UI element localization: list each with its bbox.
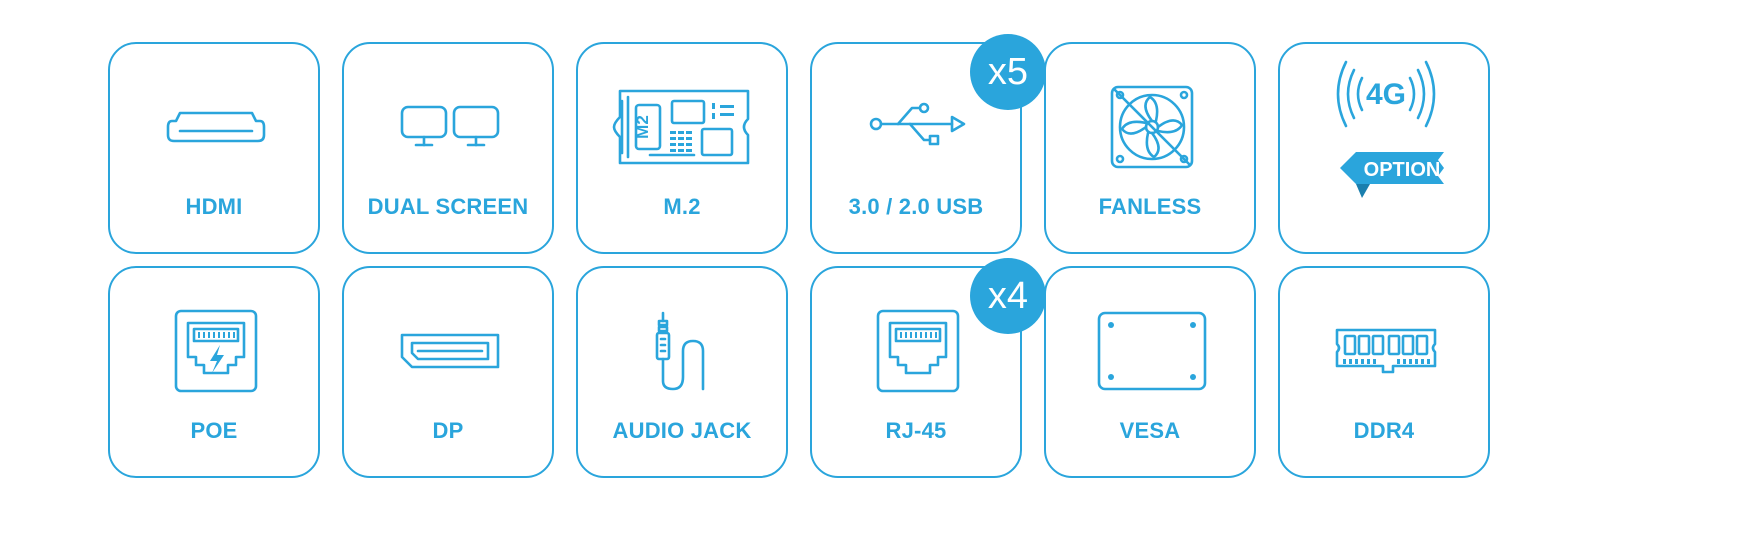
- poe-port-icon: [110, 296, 322, 406]
- hdmi-port-icon: [110, 72, 322, 182]
- feature-label: DP: [432, 418, 464, 443]
- audio-jack-icon: [578, 296, 790, 406]
- feature-label: FANLESS: [1098, 194, 1202, 219]
- feature-label: POE: [190, 418, 238, 443]
- feature-tile-dual-screen: DUAL SCREEN: [342, 42, 554, 254]
- vesa-plate-icon: [1046, 296, 1258, 406]
- feature-tile-4g: 4G OPTION: [1278, 42, 1490, 254]
- feature-label: 3.0 / 2.0 USB: [848, 194, 984, 219]
- feature-tile-fanless: FANLESS: [1044, 42, 1256, 254]
- 4g-icon-text: 4G: [1366, 78, 1406, 111]
- crossed-fan-icon: [1046, 72, 1258, 182]
- 4g-signal-icon: 4G OPTION: [1280, 60, 1492, 198]
- displayport-icon: [344, 296, 556, 406]
- feature-tile-hdmi: HDMI: [108, 42, 320, 254]
- feature-tile-vesa: VESA: [1044, 266, 1256, 478]
- dual-monitor-icon: [344, 72, 556, 182]
- option-ribbon-text: OPTION: [1364, 159, 1441, 181]
- usb-icon: [812, 72, 1024, 182]
- ram-module-icon: [1280, 296, 1492, 406]
- feature-tile-poe: POE: [108, 266, 320, 478]
- feature-label: AUDIO JACK: [612, 418, 752, 443]
- feature-label: VESA: [1119, 418, 1181, 443]
- feature-label: RJ-45: [885, 418, 947, 443]
- m2-icon-text: M2: [633, 115, 652, 139]
- feature-label: M.2: [663, 194, 701, 219]
- count-badge-rj45: x4: [970, 258, 1046, 334]
- feature-tile-usb: 3.0 / 2.0 USB: [810, 42, 1022, 254]
- count-badge-usb: x5: [970, 34, 1046, 110]
- feature-label: DDR4: [1353, 418, 1415, 443]
- feature-tile-ddr4: DDR4: [1278, 266, 1490, 478]
- feature-label: DUAL SCREEN: [367, 194, 529, 219]
- feature-tile-dp: DP: [342, 266, 554, 478]
- feature-tile-m2: M2 M.2: [576, 42, 788, 254]
- feature-label: HDMI: [185, 194, 243, 219]
- option-ribbon: OPTION: [1340, 152, 1444, 198]
- m2-card-icon: M2: [578, 72, 790, 182]
- ethernet-port-icon: [812, 296, 1024, 406]
- feature-tile-audio-jack: AUDIO JACK: [576, 266, 788, 478]
